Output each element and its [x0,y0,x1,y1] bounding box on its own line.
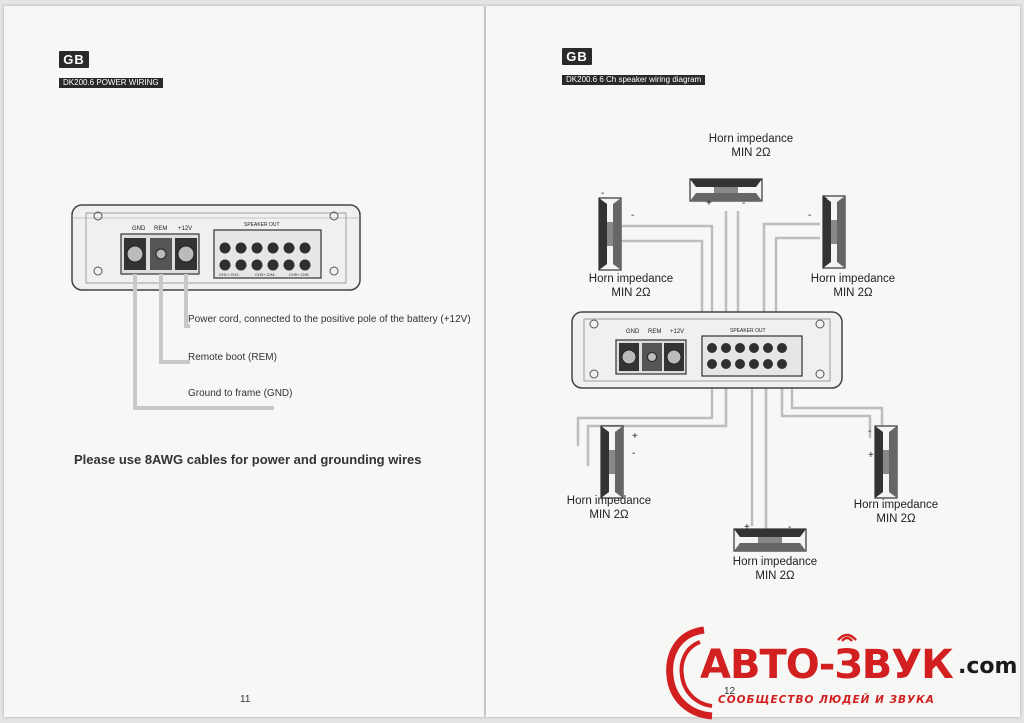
polarity-plus: + [632,431,638,442]
section-title: DK200.6 POWER WIRING [59,78,163,88]
speaker-ch1-icon [598,197,622,271]
polarity-minus: - [808,210,812,221]
amplifier-top-view [71,204,361,291]
language-badge: GB [59,51,89,68]
horn-label-ch6: Horn impedance MIN 2Ω [853,499,939,525]
polarity-minus: - [601,188,605,199]
amplifier-top-view [571,311,843,389]
polarity-plus: + [868,450,874,461]
polarity-plus: + [744,522,750,533]
horn-label-ch4: Horn impedance MIN 2Ω [566,495,652,521]
terminal-label-12v: +12V [178,226,193,232]
callout-power: Power cord, connected to the positive po… [188,314,471,325]
horn-label-ch5: Horn impedance MIN 2Ω [732,556,818,582]
speaker-ch3-icon [822,195,846,269]
speaker-ch6-icon [874,425,898,499]
speaker-group-label: CH5+ CH6- [289,272,310,277]
manual-page-11: GB DK200.6 POWER WIRING [4,6,484,717]
manual-page-12: GB DK200.6 6 Ch speaker wiring diagram [486,6,1020,717]
polarity-minus: - [632,448,636,459]
terminal-label-rem: REM [154,226,168,232]
speaker-wiring-diagram [571,178,898,552]
speaker-ch4-icon [600,425,624,499]
terminal-label-rem: REM [648,329,662,335]
language-badge: GB [562,48,592,65]
speaker-out-label: SPEAKER OUT [244,222,280,228]
polarity-minus: - [868,426,872,437]
page-number: 11 [240,694,251,705]
speaker-ch2-icon [689,178,763,202]
logo-ring-icon [666,626,713,720]
polarity-plus: + [822,194,828,205]
polarity-minus: - [742,198,746,209]
horn-label-ch1: Horn impedance MIN 2Ω [588,273,674,299]
logo-subtitle-text: СООБЩЕСТВО ЛЮДЕЙ И ЗВУКА [718,694,935,706]
horn-label-ch2: Horn impedance MIN 2Ω [708,133,794,159]
speaker-group-label: CH1+ CH2- [219,272,240,277]
polarity-minus: - [788,522,792,533]
signal-waves-icon [837,633,857,642]
page-number: 12 [724,686,736,697]
logo-domain-text: .com [958,654,1018,679]
terminal-label-12v: +12V [670,329,685,335]
callout-remote: Remote boot (REM) [188,352,277,363]
callout-ground: Ground to frame (GND) [188,388,293,399]
terminal-label-gnd: GND [132,226,146,232]
power-wiring-diagram [71,204,361,410]
terminal-label-gnd: GND [626,329,640,335]
section-title: DK200.6 6 Ch speaker wiring diagram [562,75,706,85]
avto-zvuk-watermark: АВТО-ЗВУК .com СООБЩЕСТВО ЛЮДЕЙ И ЗВУКА [660,620,1022,720]
cable-note: Please use 8AWG cables for power and gro… [74,452,422,467]
polarity-minus: - [631,210,635,221]
logo-main-text: АВТО-ЗВУК [700,642,954,688]
speaker-group-label: CH3+ CH4- [255,272,276,277]
speaker-out-label: SPEAKER OUT [730,328,766,334]
horn-label-ch3: Horn impedance MIN 2Ω [810,273,896,299]
polarity-plus: + [706,198,712,209]
